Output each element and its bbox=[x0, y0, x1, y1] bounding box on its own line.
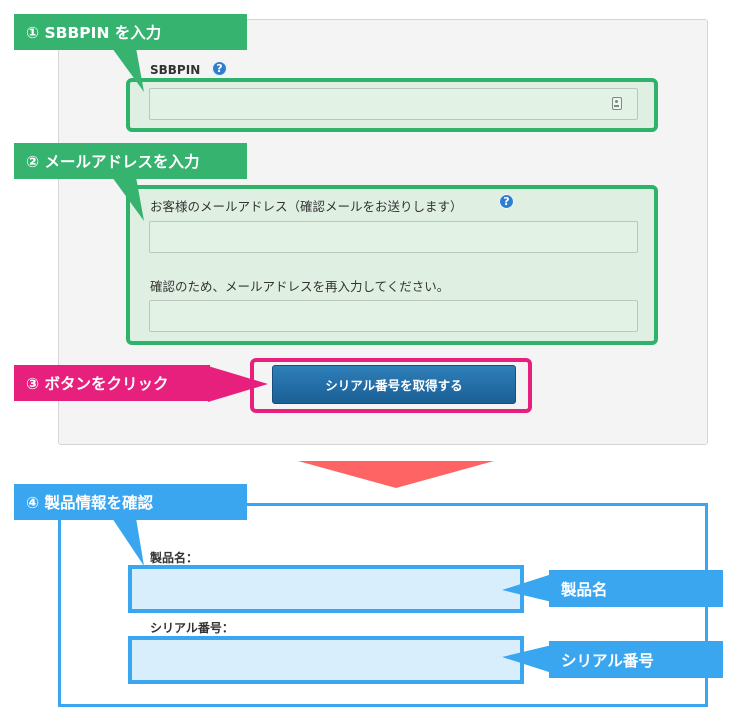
email-confirm-label: 確認のため、メールアドレスを再入力してください。 bbox=[150, 279, 450, 294]
serial-number-callout: シリアル番号 bbox=[549, 641, 723, 678]
step3-pointer bbox=[208, 366, 268, 402]
email-confirm-input[interactable] bbox=[149, 300, 638, 332]
sbbpin-input[interactable] bbox=[149, 88, 638, 120]
email-label: お客様のメールアドレス（確認メールをお送りします） bbox=[150, 199, 463, 214]
step4-pointer bbox=[112, 518, 144, 566]
step3-tag: ③ ボタンをクリック bbox=[14, 365, 210, 401]
step2-tag: ② メールアドレスを入力 bbox=[14, 143, 247, 179]
serial-number-field bbox=[128, 636, 524, 684]
keypad-icon[interactable] bbox=[612, 97, 622, 110]
serial-number-label: シリアル番号： bbox=[150, 621, 234, 635]
step1-pointer bbox=[112, 48, 144, 92]
get-serial-button[interactable]: シリアル番号を取得する bbox=[272, 365, 516, 404]
step4-tag: ④ 製品情報を確認 bbox=[14, 484, 247, 520]
step2-pointer bbox=[112, 177, 144, 221]
product-name-pointer bbox=[502, 574, 552, 602]
sbbpin-label: SBBPIN bbox=[150, 63, 201, 77]
product-name-callout: 製品名 bbox=[549, 570, 723, 607]
email-input[interactable] bbox=[149, 221, 638, 253]
help-icon[interactable]: ? bbox=[212, 61, 227, 76]
serial-number-pointer bbox=[502, 645, 552, 673]
arrow-down-icon bbox=[298, 461, 494, 488]
help-icon[interactable]: ? bbox=[499, 194, 514, 209]
step1-tag: ① SBBPIN を入力 bbox=[14, 14, 247, 50]
product-name-label: 製品名： bbox=[150, 551, 199, 565]
product-name-field bbox=[128, 565, 524, 613]
